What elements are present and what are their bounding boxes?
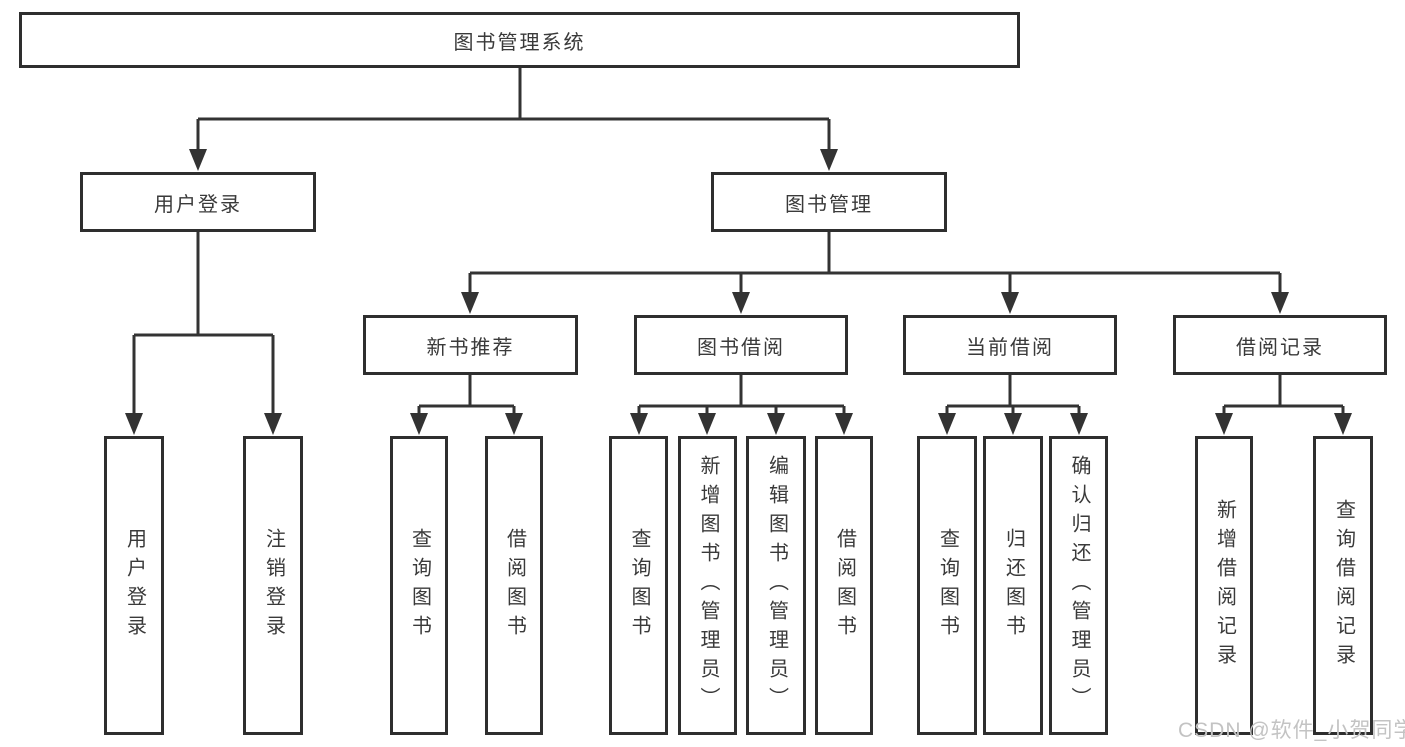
arrowhead [767, 413, 785, 435]
leaf-label: 借阅图书 [503, 527, 526, 644]
node-borrow-records: 借阅记录 [1173, 315, 1387, 375]
leaf-query-books-current: 查询图书 [917, 436, 977, 735]
node-new-book-recommend: 新书推荐 [363, 315, 578, 375]
arrowhead [1271, 292, 1289, 314]
leaf-query-books-recommend: 查询图书 [390, 436, 448, 735]
leaf-borrow-books-recommend: 借阅图书 [485, 436, 543, 735]
arrowhead [1215, 413, 1233, 435]
arrowhead [835, 413, 853, 435]
node-label: 图书借阅 [697, 336, 785, 359]
arrowhead [189, 149, 207, 171]
arrowhead [264, 413, 282, 435]
arrowhead-group [125, 149, 1352, 435]
arrowhead [1001, 292, 1019, 314]
leaf-label: 借阅图书 [833, 527, 856, 644]
leaf-label: 新增图书（管理员） [697, 455, 719, 716]
leaf-label: 确认归还（管理员） [1068, 455, 1090, 716]
leaf-add-borrow-record: 新增借阅记录 [1195, 436, 1253, 735]
node-label: 图书管理系统 [453, 31, 586, 54]
leaf-add-books-admin: 新增图书（管理员） [678, 436, 737, 735]
node-label: 图书管理 [785, 193, 873, 216]
leaf-query-borrow-record: 查询借阅记录 [1313, 436, 1373, 735]
leaf-label: 用户登录 [123, 527, 146, 644]
arrowhead [630, 413, 648, 435]
node-book-management-branch: 图书管理 [711, 172, 947, 232]
watermark: CSDN @软件_小贺同学 [1178, 719, 1405, 742]
node-user-login-branch: 用户登录 [80, 172, 316, 232]
arrowhead [505, 413, 523, 435]
node-label: 当前借阅 [966, 336, 1054, 359]
leaf-label: 查询图书 [408, 527, 431, 644]
node-label: 用户登录 [154, 193, 242, 216]
arrowhead [410, 413, 428, 435]
leaf-borrow-books: 借阅图书 [815, 436, 873, 735]
leaf-label: 归还图书 [1002, 527, 1025, 644]
leaf-label: 查询图书 [936, 527, 959, 644]
leaf-query-books-borrowing: 查询图书 [609, 436, 668, 735]
leaf-user-login: 用户登录 [104, 436, 164, 735]
arrowhead [820, 149, 838, 171]
arrowhead [732, 292, 750, 314]
leaf-label: 注销登录 [262, 527, 285, 644]
leaf-label: 新增借阅记录 [1213, 498, 1236, 673]
arrowhead [1004, 413, 1022, 435]
node-book-borrowing: 图书借阅 [634, 315, 848, 375]
arrowhead [461, 292, 479, 314]
arrowhead [125, 413, 143, 435]
leaf-label: 查询图书 [628, 527, 650, 644]
leaf-label: 编辑图书（管理员） [765, 455, 788, 716]
arrowhead [938, 413, 956, 435]
arrowhead [1070, 413, 1088, 435]
node-label: 新书推荐 [426, 336, 515, 359]
leaf-edit-books-admin: 编辑图书（管理员） [746, 436, 806, 735]
arrowhead [1334, 413, 1352, 435]
arrowhead [698, 413, 716, 435]
leaf-confirm-return-admin: 确认归还（管理员） [1049, 436, 1108, 735]
node-current-borrowing: 当前借阅 [903, 315, 1117, 375]
node-library-system: 图书管理系统 [19, 12, 1020, 68]
leaf-return-books: 归还图书 [983, 436, 1043, 735]
leaf-label: 查询借阅记录 [1332, 498, 1355, 673]
leaf-logout: 注销登录 [243, 436, 303, 735]
node-label: 借阅记录 [1236, 336, 1324, 359]
